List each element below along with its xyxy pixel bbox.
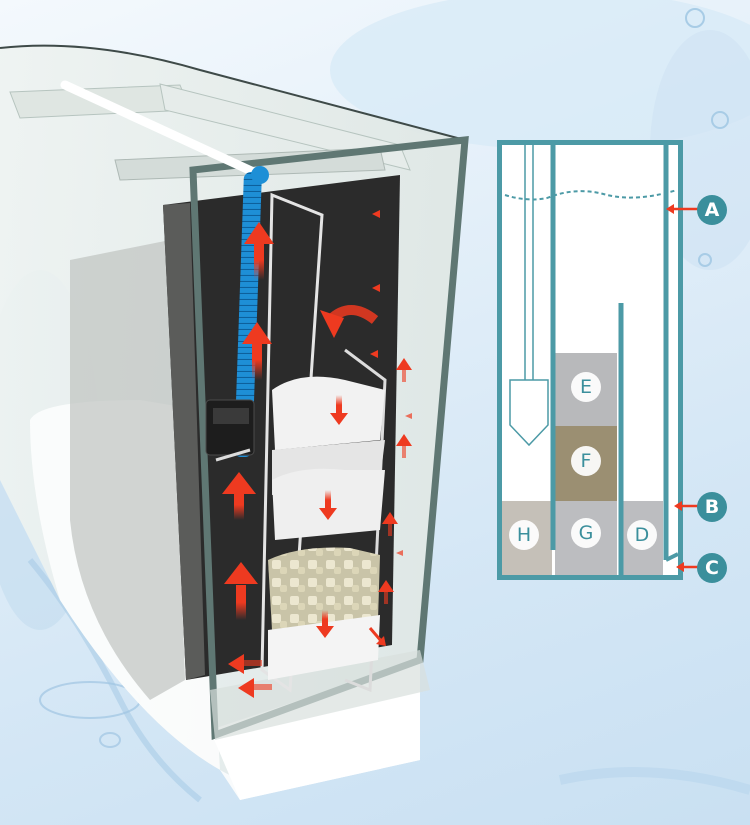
aquarium-filter-illustration <box>0 44 469 781</box>
flow-arrow-side <box>228 210 412 698</box>
label-g: G <box>571 518 601 548</box>
label-h-text: H <box>516 524 532 546</box>
label-e-text: E <box>579 376 592 398</box>
label-d-text: D <box>634 524 650 546</box>
label-b-text: B <box>704 496 720 518</box>
label-b: B <box>697 492 727 522</box>
filter-cross-section-schematic: E F G H D <box>497 140 683 580</box>
label-c-text: C <box>705 557 719 579</box>
label-c: C <box>697 553 727 583</box>
label-g-text: G <box>578 522 594 544</box>
label-h: H <box>509 520 539 550</box>
label-a: A <box>697 195 727 225</box>
flow-arrow-up <box>222 222 274 620</box>
label-a-text: A <box>704 199 720 221</box>
label-f-text: F <box>580 450 592 472</box>
label-d: D <box>627 520 657 550</box>
schematic-outline <box>497 140 683 580</box>
flow-arrow-down <box>316 395 348 638</box>
label-f: F <box>571 446 601 476</box>
label-e: E <box>571 372 601 402</box>
